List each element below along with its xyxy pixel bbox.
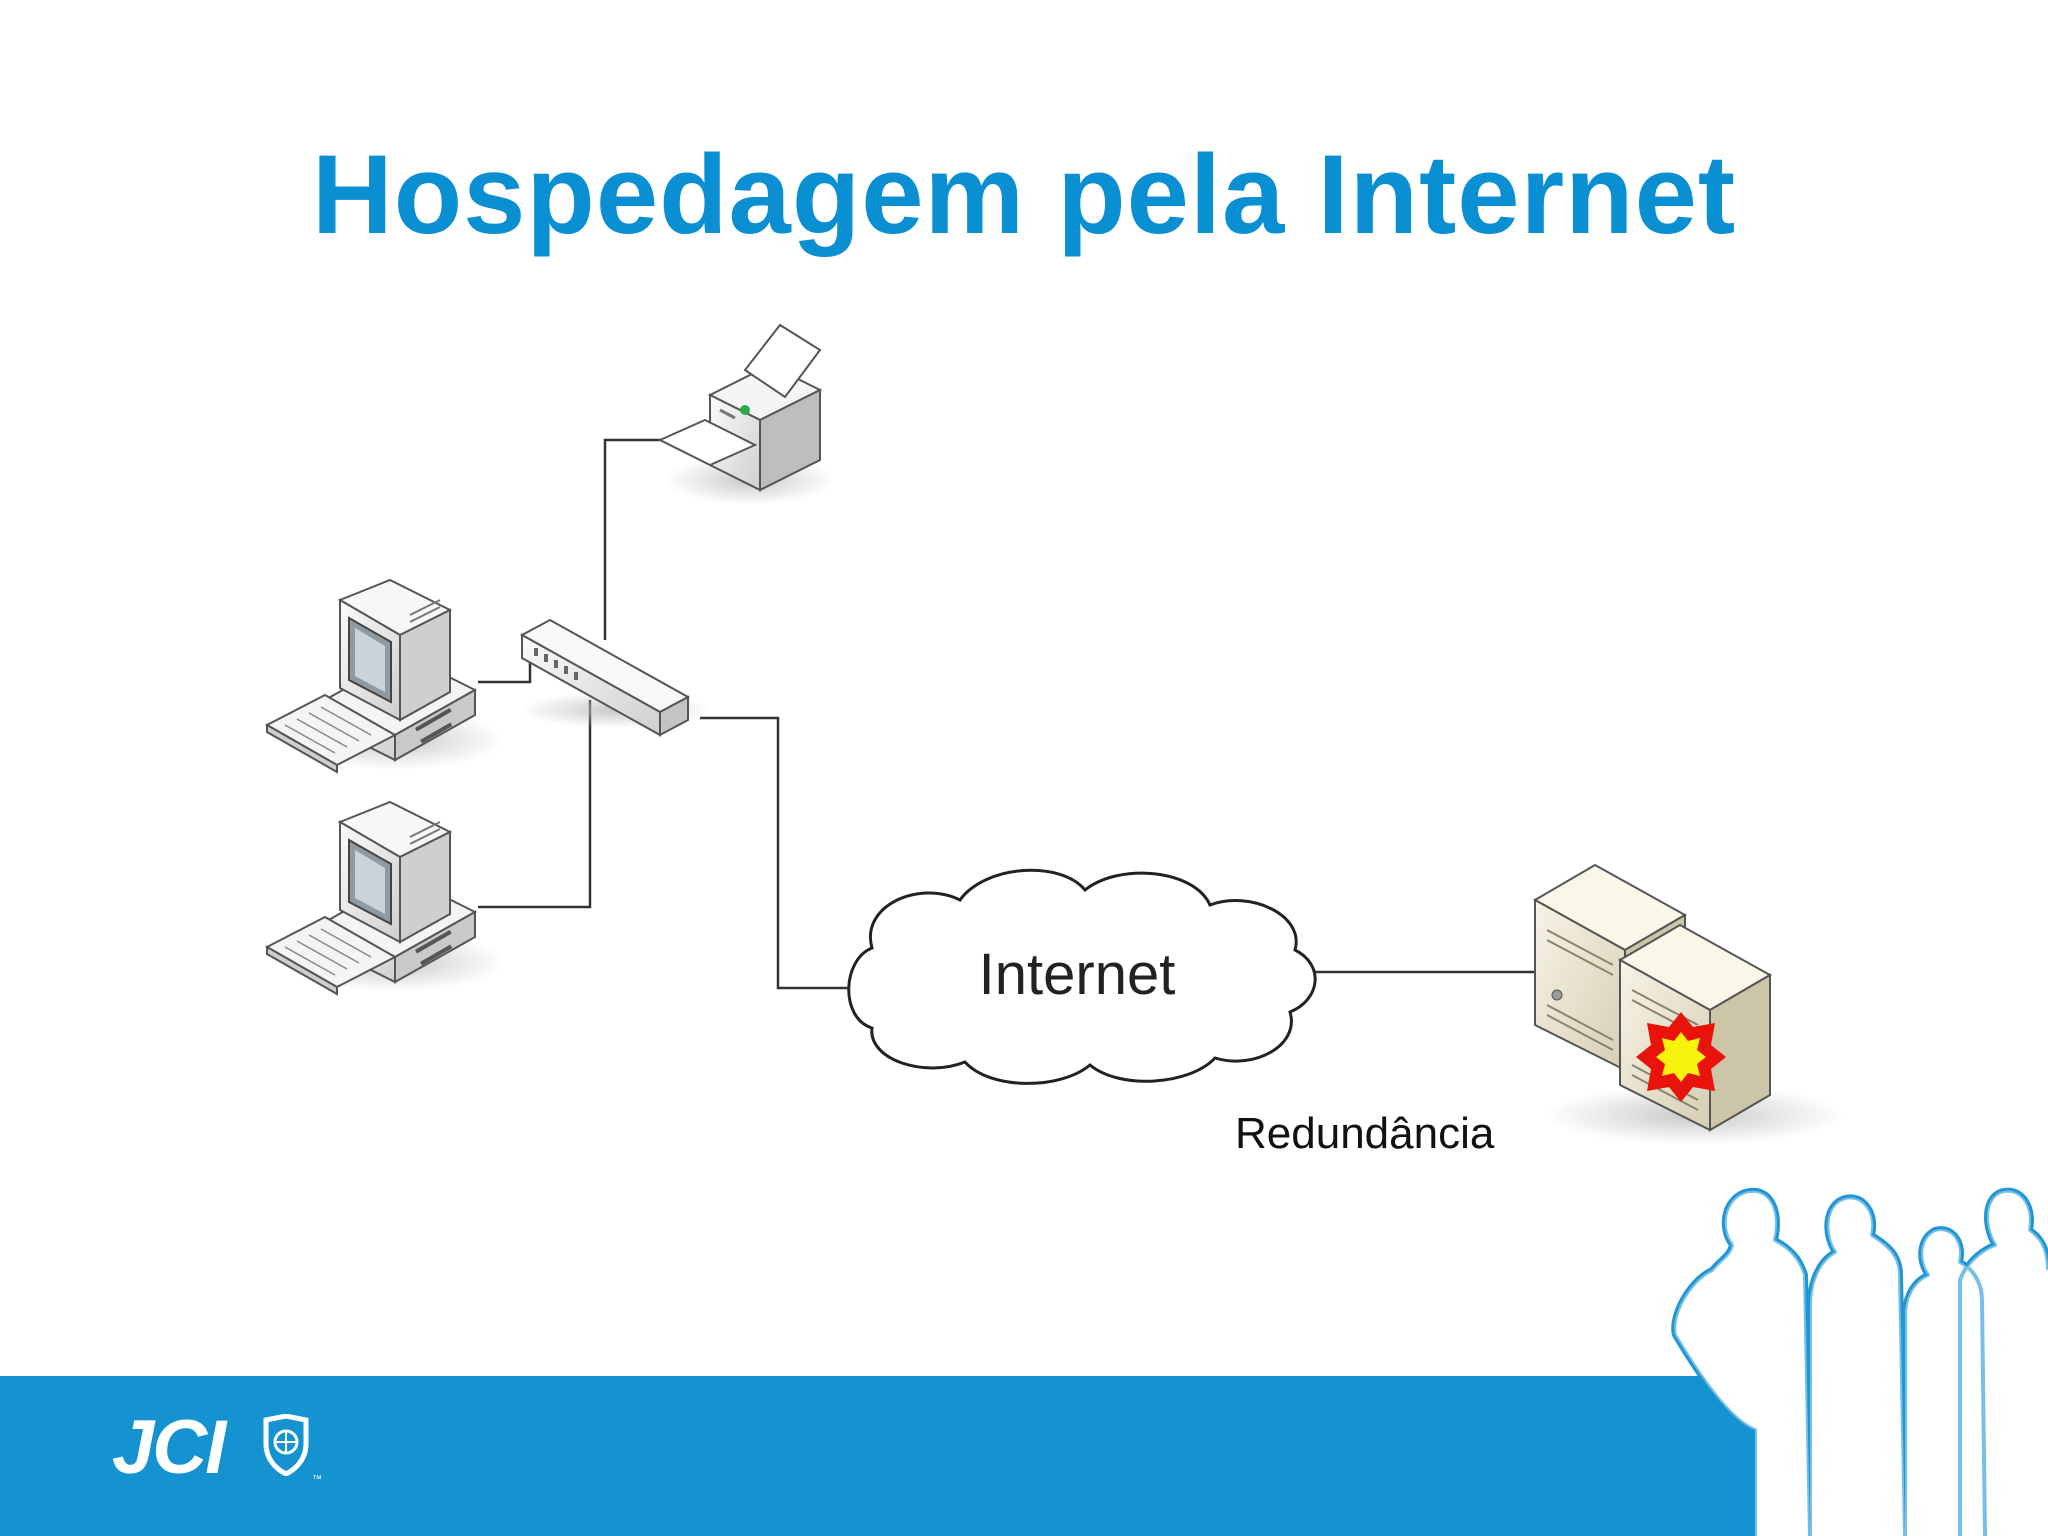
network-diagram: Internet Redundância (264, 323, 1845, 1158)
link-switch-workstation-2 (478, 700, 592, 909)
desktop-computer-icon (264, 800, 505, 996)
jci-logo: JCI (112, 1405, 226, 1490)
link-switch-internet (700, 716, 848, 990)
trademark-symbol: ™ (312, 1474, 322, 1485)
server-tower-icon (1532, 863, 1845, 1145)
desktop-computer-icon (264, 578, 505, 774)
servers-label: Redundância (1235, 1109, 1495, 1158)
shield-icon (263, 1414, 309, 1476)
network-switch-icon (519, 618, 710, 737)
printer-icon (657, 323, 835, 505)
slide-title: Hospedagem pela Internet (311, 132, 1737, 257)
cloud-label: Internet (979, 942, 1176, 1007)
cloud-shape (847, 868, 1317, 1085)
link-switch-printer (603, 438, 680, 640)
star-burst-icon (1636, 1012, 1726, 1102)
cloud-icon: Internet (847, 868, 1317, 1085)
